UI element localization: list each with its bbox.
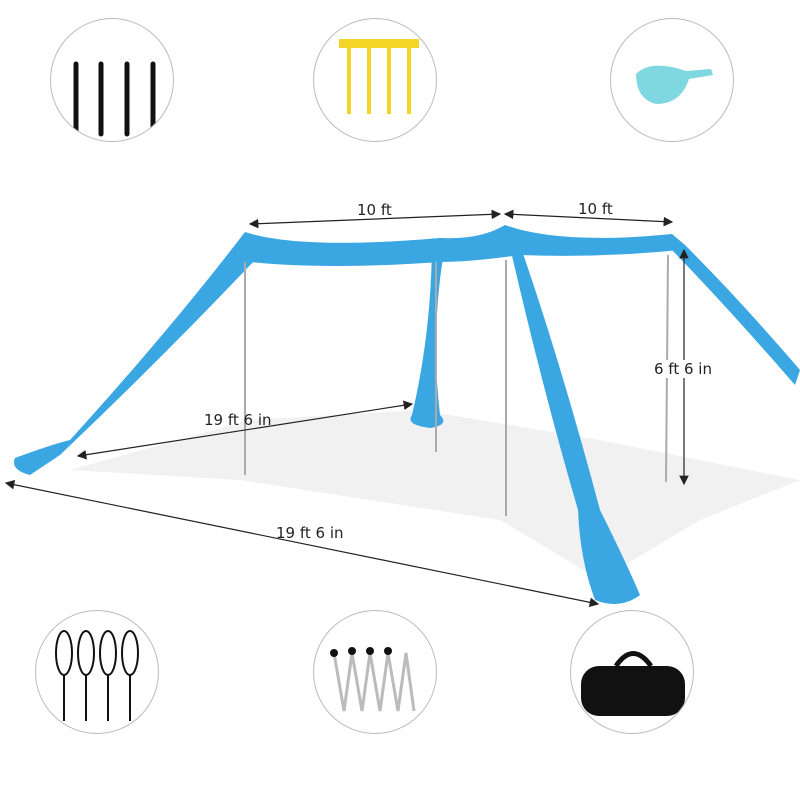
shovel-icon	[636, 65, 713, 104]
carry-bag-thumbnail	[570, 610, 694, 734]
guy-ropes-thumbnail	[50, 18, 174, 142]
guy-ropes-icon	[73, 61, 156, 137]
dimension-inner-depth: 19 ft 6 in	[204, 411, 272, 429]
folding-poles-icon	[330, 647, 416, 712]
dimension-height: 6 ft 6 in	[654, 360, 712, 378]
tent-canopy	[14, 225, 800, 604]
dimension-overall-length: 19 ft 6 in	[276, 524, 344, 542]
dimension-top-left: 10 ft	[357, 201, 392, 219]
elastic-cords-thumbnail	[35, 610, 159, 734]
sand-shovel-thumbnail	[610, 18, 734, 142]
ground-stakes-thumbnail	[313, 18, 437, 142]
folding-poles-thumbnail	[313, 610, 437, 734]
dimension-top-right: 10 ft	[578, 200, 613, 218]
carry-bag-icon	[581, 651, 685, 716]
stakes-icon	[339, 39, 419, 114]
dimension-lines	[4, 209, 689, 608]
elastic-cords-icon	[55, 630, 139, 721]
